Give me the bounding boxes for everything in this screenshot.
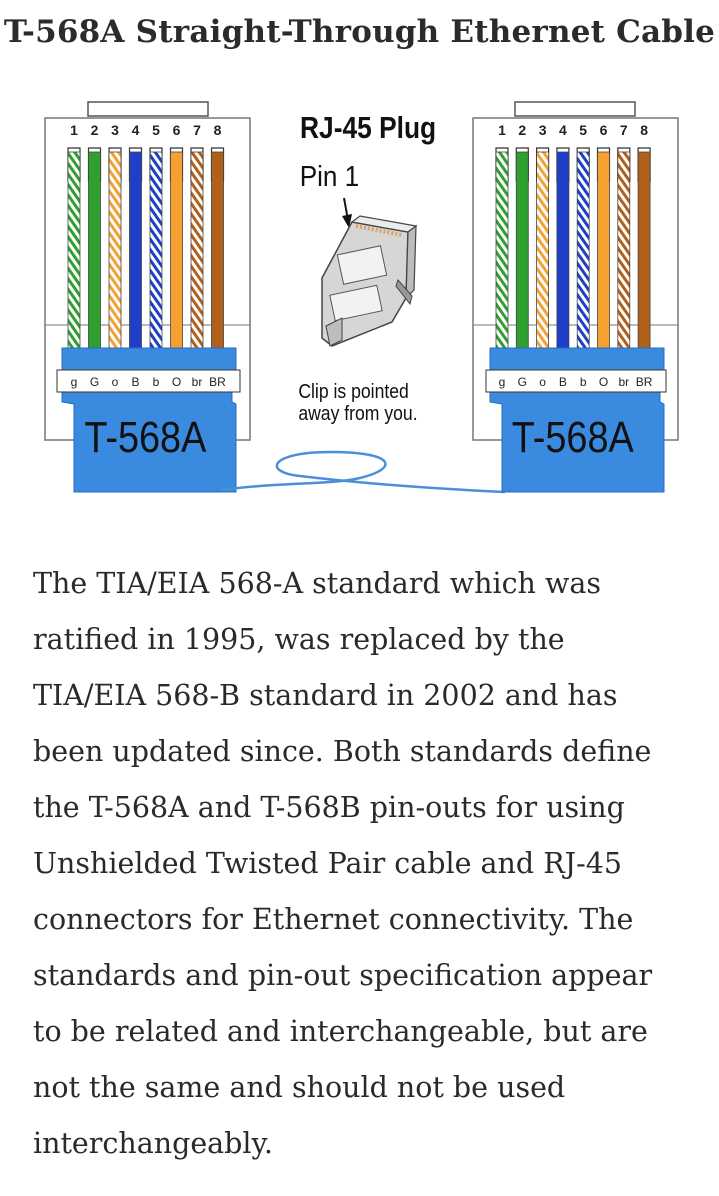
plug-title: RJ-45 Plug xyxy=(300,111,436,145)
paragraph-line: The TIA/EIA 568-A standard which was xyxy=(33,567,601,600)
paragraph-line: been updated since. Both standards defin… xyxy=(33,735,652,768)
paragraph-line: connectors for Ethernet connectivity. Th… xyxy=(33,903,634,936)
right-pin-number: 3 xyxy=(539,122,547,138)
clip-note-line1: Clip is pointed xyxy=(298,380,408,402)
right-color-code: br xyxy=(618,375,629,389)
right-wire xyxy=(597,151,610,353)
left-color-code: O xyxy=(172,375,181,389)
paragraph-line: Unshielded Twisted Pair cable and RJ-45 xyxy=(33,847,622,880)
right-pin-number: 8 xyxy=(640,122,648,138)
plug-drawing xyxy=(321,215,418,347)
left-pin-number: 4 xyxy=(132,122,140,138)
right-color-code: g xyxy=(499,375,506,389)
left-wire xyxy=(211,151,224,353)
left-wire xyxy=(170,151,183,353)
left-color-code-strip xyxy=(56,369,241,393)
left-wires xyxy=(67,151,224,353)
left-connector-latch xyxy=(87,101,209,117)
paragraph-line: TIA/EIA 568-B standard in 2002 and has xyxy=(33,679,618,712)
right-color-code: BR xyxy=(636,375,653,389)
left-pin-number: 1 xyxy=(70,122,78,138)
right-color-code-strip xyxy=(485,369,667,393)
right-wire xyxy=(495,151,509,353)
right-connector-latch xyxy=(514,101,636,117)
left-color-code: br xyxy=(192,375,203,389)
left-wire xyxy=(88,151,101,353)
right-wire xyxy=(617,151,631,353)
left-color-code: BR xyxy=(209,375,226,389)
paragraph-line: not the same and should not be used xyxy=(33,1071,566,1104)
left-pin-number: 3 xyxy=(111,122,119,138)
left-connector-label: T-568A xyxy=(84,412,207,461)
paragraph-line: ratified in 1995, was replaced by the xyxy=(33,623,565,656)
paragraph-line: the T-568A and T-568B pin-outs for using xyxy=(33,791,625,824)
patch-cable-loop xyxy=(221,450,506,494)
right-pin-number: 7 xyxy=(620,122,628,138)
left-color-code: b xyxy=(153,375,160,389)
left-color-code: o xyxy=(112,375,119,389)
left-wire xyxy=(108,151,122,353)
right-wire xyxy=(515,151,529,353)
right-wire xyxy=(637,151,651,353)
right-connector-label: T-568A xyxy=(512,412,635,461)
paragraph-line: to be related and interchangeable, but a… xyxy=(33,1015,648,1048)
right-pin-number: 2 xyxy=(518,122,526,138)
left-color-code: g xyxy=(71,375,78,389)
right-wire xyxy=(576,151,590,353)
left-wire xyxy=(129,151,142,353)
paragraph-line: interchangeably. xyxy=(33,1127,273,1160)
right-pin-number: 4 xyxy=(559,122,567,138)
right-wire xyxy=(536,151,549,353)
pin1-arrowhead xyxy=(342,214,352,228)
left-color-code: B xyxy=(131,375,139,389)
right-color-code: O xyxy=(599,375,608,389)
right-color-code: B xyxy=(559,375,567,389)
right-pin-number: 6 xyxy=(600,122,608,138)
pin1-label: Pin 1 xyxy=(300,160,359,193)
right-pin-number: 1 xyxy=(498,122,506,138)
left-pin-number: 2 xyxy=(91,122,99,138)
left-wire xyxy=(190,151,204,353)
left-pin-number: 8 xyxy=(214,122,222,138)
right-wires xyxy=(495,151,651,353)
article-title: T-568A Straight-Through Ethernet Cable xyxy=(3,14,716,50)
left-pin-number: 5 xyxy=(152,122,160,138)
right-color-code: G xyxy=(518,375,527,389)
left-wire xyxy=(149,151,163,353)
right-color-code: b xyxy=(580,375,587,389)
left-color-code: G xyxy=(90,375,99,389)
right-color-code: o xyxy=(539,375,546,389)
left-pin-number: 7 xyxy=(193,122,201,138)
left-wire xyxy=(67,151,81,353)
left-pin-number: 6 xyxy=(173,122,181,138)
right-pin-number: 5 xyxy=(579,122,587,138)
rj45-plug-illustration: RJ-45 Plug Pin 1 Clip is pointed away fr… xyxy=(298,111,436,424)
right-wire xyxy=(556,151,570,353)
article-paragraph: The TIA/EIA 568-A standard which was rati… xyxy=(33,556,703,1172)
paragraph-line: standards and pin-out specification appe… xyxy=(33,959,653,992)
clip-note-line2: away from you. xyxy=(298,402,417,424)
